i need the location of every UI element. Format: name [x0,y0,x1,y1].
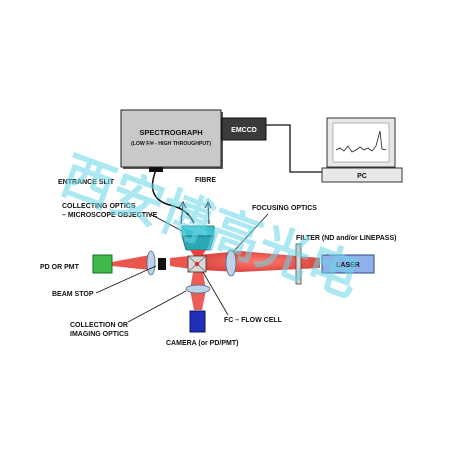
spectrum-trace [335,130,387,153]
beam-stop [158,258,166,270]
entrance-slit-label: ENTRANCE SLIT [58,179,115,186]
objective-leader [149,213,185,233]
pc-label: PC [357,173,367,180]
flow-cell-leader [202,271,229,316]
collection-optics-label: COLLECTION OR [70,322,128,329]
filter-label: FILTER (ND and/or LINEPASS) [296,235,396,242]
fibre [151,169,195,224]
spectrograph-subtitle: (LOW F/# - HIGH THROUGHPUT) [131,141,211,147]
collecting-optics-label: COLLECTING OPTICS [62,203,136,210]
entrance-slit [149,167,163,172]
filter [295,243,302,285]
spectrograph-title: SPECTROGRAPH [139,128,202,137]
collection-arrow-right [207,203,210,225]
laser-label: LASER [336,262,360,269]
beam-stop-leader [95,265,157,294]
pc-computer: PC [321,117,403,183]
collection-arrow-left [180,203,184,225]
microscope-objective [181,225,215,256]
emccd-pc-cable [266,124,322,173]
fibre-label: FIBRE [195,177,216,184]
focusing-optics-leader [232,213,269,253]
emccd-label: EMCCD [231,127,257,134]
pd-lens [146,250,156,276]
transmitted-beam [112,255,150,270]
camera-lens [185,284,211,294]
imaging-optics-label: IMAGING OPTICS [70,331,129,338]
flow-cell-label: FC – FLOW CELL [224,317,283,324]
microscope-objective-label: – MICROSCOPE OBJECTIVE [62,212,158,219]
collection-optics-leader [127,290,187,323]
camera-detector [189,310,206,333]
focusing-lens [225,249,237,277]
focusing-optics-label: FOCUSING OPTICS [252,205,317,212]
emccd-camera: EMCCD [221,117,267,141]
flow-cell [187,255,207,273]
camera-label: CAMERA (or PD/PMT) [166,340,238,347]
laser: LASER [321,254,375,274]
spectrograph: SPECTROGRAPH (LOW F/# - HIGH THROUGHPUT) [120,109,223,169]
pd-pmt-label: PD OR PMT [40,264,80,271]
beam-stop-label: BEAM STOP [52,291,94,298]
pd-pmt-detector [92,254,113,274]
